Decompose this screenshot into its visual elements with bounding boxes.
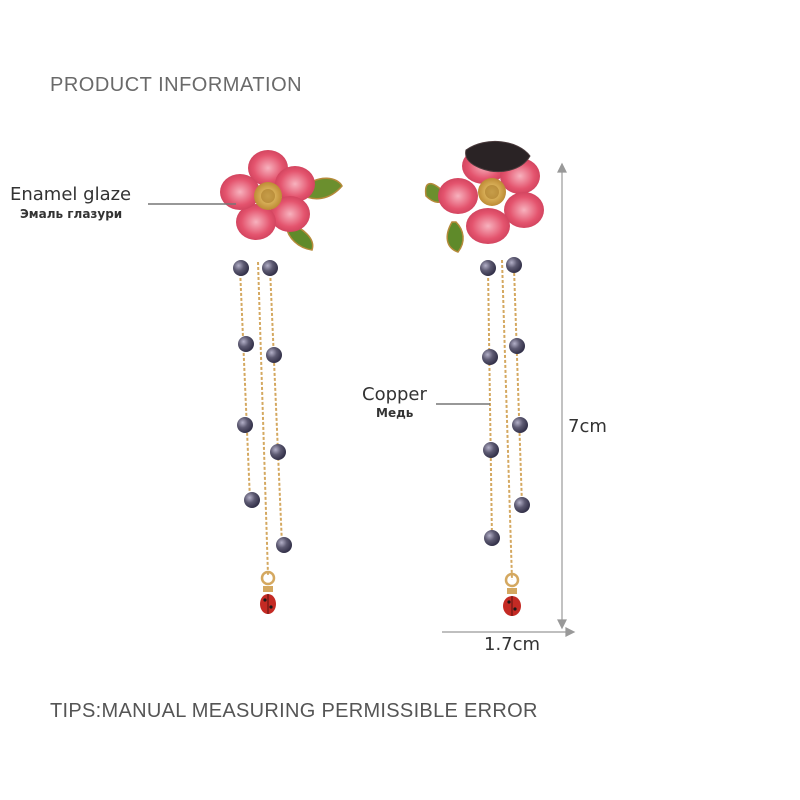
- right-black-wing-icon: [465, 140, 531, 172]
- width-dimension-line: [442, 627, 576, 637]
- right-jump-ring: [504, 572, 520, 588]
- right-pearls: [480, 257, 530, 546]
- right-earring: [424, 140, 544, 616]
- left-earring: [220, 150, 343, 614]
- enamel-label-ru: Эмаль глазури: [20, 207, 123, 221]
- left-ladybug-icon: [260, 586, 276, 614]
- left-chains: [239, 261, 283, 576]
- length-value: 7cm: [568, 416, 607, 437]
- tips-text: TIPS:MANUAL MEASURING PERMISSIBLE ERROR: [50, 700, 538, 722]
- length-dimension-line: [557, 162, 567, 630]
- left-flower-icon: [220, 150, 315, 240]
- right-leaf-lower-icon: [446, 221, 464, 253]
- copper-label-ru: Медь: [376, 406, 414, 420]
- page-heading: PRODUCT INFORMATION: [50, 74, 303, 96]
- left-pearls: [233, 260, 292, 553]
- copper-label: Copper: [362, 384, 427, 405]
- width-value: 1.7cm: [484, 634, 541, 655]
- enamel-label: Enamel glaze: [10, 184, 132, 205]
- left-jump-ring: [260, 570, 276, 586]
- right-ladybug-icon: [503, 588, 521, 616]
